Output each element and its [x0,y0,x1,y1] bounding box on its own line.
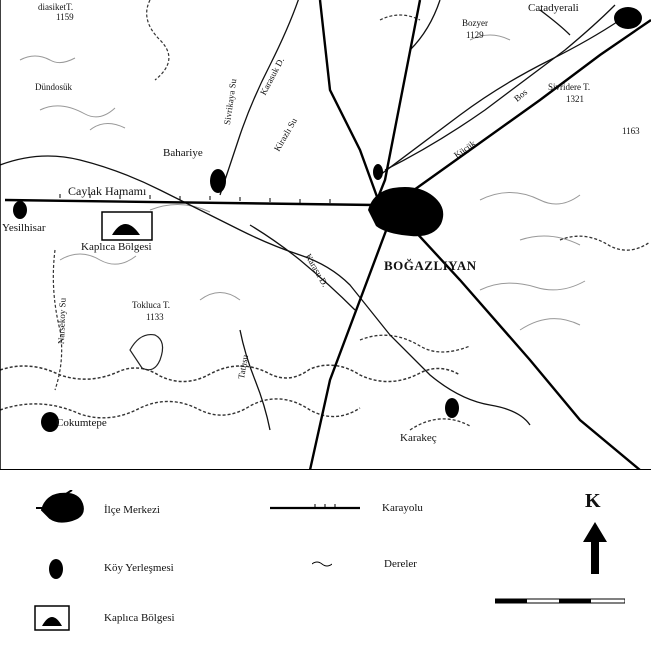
label-peak-top-left-elev: 1159 [56,12,74,22]
label-karakec: Karakeç [400,432,437,444]
label-cokumtepe: Cokumtepe [56,417,107,429]
label-yesilhisar: Yesilhisar [2,222,46,234]
village-cokumtepe [41,412,59,432]
legend-road-label: Karayolu [382,502,423,514]
label-peak-top-left: diasiketT. [38,2,74,12]
legend-spa-symbol [34,605,70,631]
legend-village-label: Köy Yerleşmesi [104,562,174,574]
village-karakec [445,398,459,418]
label-narsekoy-su: Narsekoy Su [56,297,68,345]
label-bozyer: Bozyer [462,18,488,28]
label-elev-1163: 1163 [622,126,640,136]
label-sivridere-elev: 1321 [566,94,584,104]
label-bogazliyan: BOĞAZLIYAN [384,258,477,273]
north-arrow-icon [583,522,607,574]
label-sivridere: Sivridere T. [548,82,591,92]
map-legend: İlçe Merkezi Köy Yerleşmesi Kaplıca Bölg… [0,470,651,654]
village-bahariye [210,169,226,193]
legend-city-label: İlçe Merkezi [104,504,160,516]
map-drawing [0,0,651,470]
city-bogazliyan [368,187,444,237]
label-kaplica-bolgesi: Kaplıca Bölgesi [81,241,152,253]
legend-city-symbol [36,490,84,523]
scale-bar [495,598,625,604]
label-bahariye: Bahariye [163,147,203,159]
map-area: diasiketT. 1159 Catadyerali Bozyer 1129 … [0,0,651,470]
village-catadyerali [614,7,642,29]
label-tokluca: Tokluca T. [132,300,171,310]
label-tokluca-elev: 1133 [146,312,164,322]
village-yesilhisar [13,201,27,219]
legend-road-symbol [270,504,360,510]
north-label: K [585,490,601,512]
spa-symbol-map [101,211,153,241]
label-bozyer-elev: 1129 [466,30,484,40]
label-catadyerali: Catadyerali [528,2,579,14]
label-dundosuk: Dündosük [35,82,73,92]
legend-village-symbol [49,559,63,579]
legend-spa-label: Kaplıca Bölgesi [104,612,175,624]
label-caylak-hamami: Caylak Hamamı [68,184,147,198]
legend-stream-label: Dereler [384,558,417,570]
legend-stream-symbol [312,561,332,567]
